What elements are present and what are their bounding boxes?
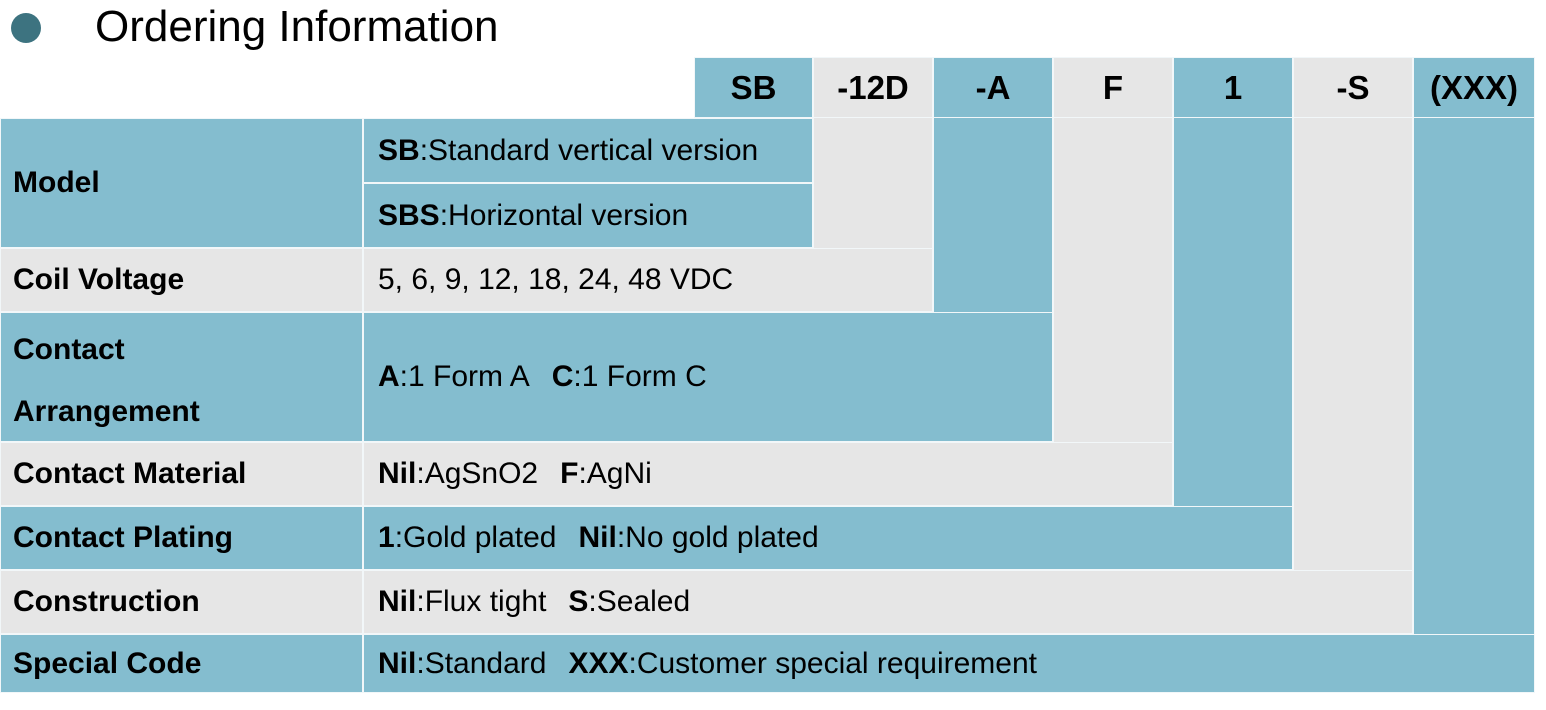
construction-s-code: S xyxy=(568,585,589,618)
page-title: Ordering Information xyxy=(95,2,499,51)
contact-arrangement-a-sep: : xyxy=(399,360,409,393)
row-label-model: Model xyxy=(0,118,363,248)
model-sb-code: SB xyxy=(378,133,420,167)
contact-arrangement-c-text: 1 Form C xyxy=(581,360,707,393)
model-sbs-sep: : xyxy=(439,198,449,232)
row-value-contact-arrangement: A: 1 Form A C: 1 Form C xyxy=(363,312,1053,442)
part-code-segment-sb: SB xyxy=(694,57,813,118)
model-sbs-code: SBS xyxy=(378,198,440,232)
row-label-contact-plating: Contact Plating xyxy=(0,506,363,570)
row-value-contact-material: Nil: AgSnO2 F: AgNi xyxy=(363,442,1173,506)
row-value-special-code: Nil: Standard XXX: Customer special requi… xyxy=(363,634,1535,693)
contact-arrangement-label-line1: Contact xyxy=(13,333,125,366)
model-sb-text: Standard vertical version xyxy=(428,133,759,167)
construction-nil-sep: : xyxy=(416,585,425,618)
part-code-segment-12d: -12D xyxy=(813,57,933,118)
contact-material-f-code: F xyxy=(560,457,579,490)
row-value-coil-voltage: 5, 6, 9, 12, 18, 24, 48 VDC xyxy=(363,248,933,312)
contact-plating-1-text: Gold plated xyxy=(403,521,557,554)
contact-material-nil-code: Nil xyxy=(378,457,417,490)
contact-plating-nil-sep: : xyxy=(616,521,626,554)
contact-plating-nil-code: Nil xyxy=(578,521,617,554)
part-code-segment-a: -A xyxy=(933,57,1053,118)
contact-plating-1-sep: : xyxy=(394,521,404,554)
construction-s-sep: : xyxy=(588,585,597,618)
ordering-information-table: SB -12D -A F 1 -S (XXX) Model SB: Standa… xyxy=(0,57,1546,693)
part-code-segment-s: -S xyxy=(1293,57,1413,118)
contact-arrangement-a-code: A xyxy=(378,360,400,393)
row-value-model-sb: SB: Standard vertical version xyxy=(363,118,813,183)
contact-plating-nil-text: No gold plated xyxy=(625,521,819,554)
special-code-xxx-sep: : xyxy=(628,646,637,680)
special-code-xxx-code: XXX xyxy=(568,646,629,680)
special-code-nil-code: Nil xyxy=(378,646,417,680)
contact-plating-1-code: 1 xyxy=(378,521,395,554)
part-code-segment-1: 1 xyxy=(1173,57,1293,118)
column-strip-xxx xyxy=(1413,57,1535,693)
row-label-special-code: Special Code xyxy=(0,634,363,693)
row-label-contact-material: Contact Material xyxy=(0,442,363,506)
contact-material-f-sep: : xyxy=(578,457,587,490)
row-label-contact-arrangement: Contact Arrangement xyxy=(0,312,363,442)
model-sbs-text: Horizontal version xyxy=(448,198,689,232)
special-code-xxx-text: Customer special requirement xyxy=(636,646,1037,680)
row-label-construction: Construction xyxy=(0,570,363,634)
contact-arrangement-a-text: 1 Form A xyxy=(408,360,530,393)
contact-material-nil-sep: : xyxy=(416,457,425,490)
bullet-dot-icon xyxy=(11,13,41,43)
construction-nil-text: Flux tight xyxy=(424,585,547,618)
contact-material-f-text: AgNi xyxy=(586,457,652,490)
contact-arrangement-c-code: C xyxy=(551,360,574,393)
model-sb-sep: : xyxy=(419,133,429,167)
part-code-segment-xxx: (XXX) xyxy=(1413,57,1535,118)
contact-material-nil-text: AgSnO2 xyxy=(424,457,539,490)
contact-arrangement-label-line2: Arrangement xyxy=(13,395,200,428)
row-value-construction: Nil: Flux tight S: Sealed xyxy=(363,570,1413,634)
special-code-nil-text: Standard xyxy=(424,646,547,680)
row-value-contact-plating: 1: Gold plated Nil: No gold plated xyxy=(363,506,1293,570)
contact-arrangement-c-sep: : xyxy=(573,360,582,393)
construction-s-text: Sealed xyxy=(596,585,691,618)
row-value-model-sbs: SBS: Horizontal version xyxy=(363,183,813,248)
part-code-segment-f: F xyxy=(1053,57,1173,118)
construction-nil-code: Nil xyxy=(378,585,417,618)
row-label-coil-voltage: Coil Voltage xyxy=(0,248,363,312)
slide-header: Ordering Information xyxy=(0,0,1546,57)
special-code-nil-sep: : xyxy=(416,646,425,680)
